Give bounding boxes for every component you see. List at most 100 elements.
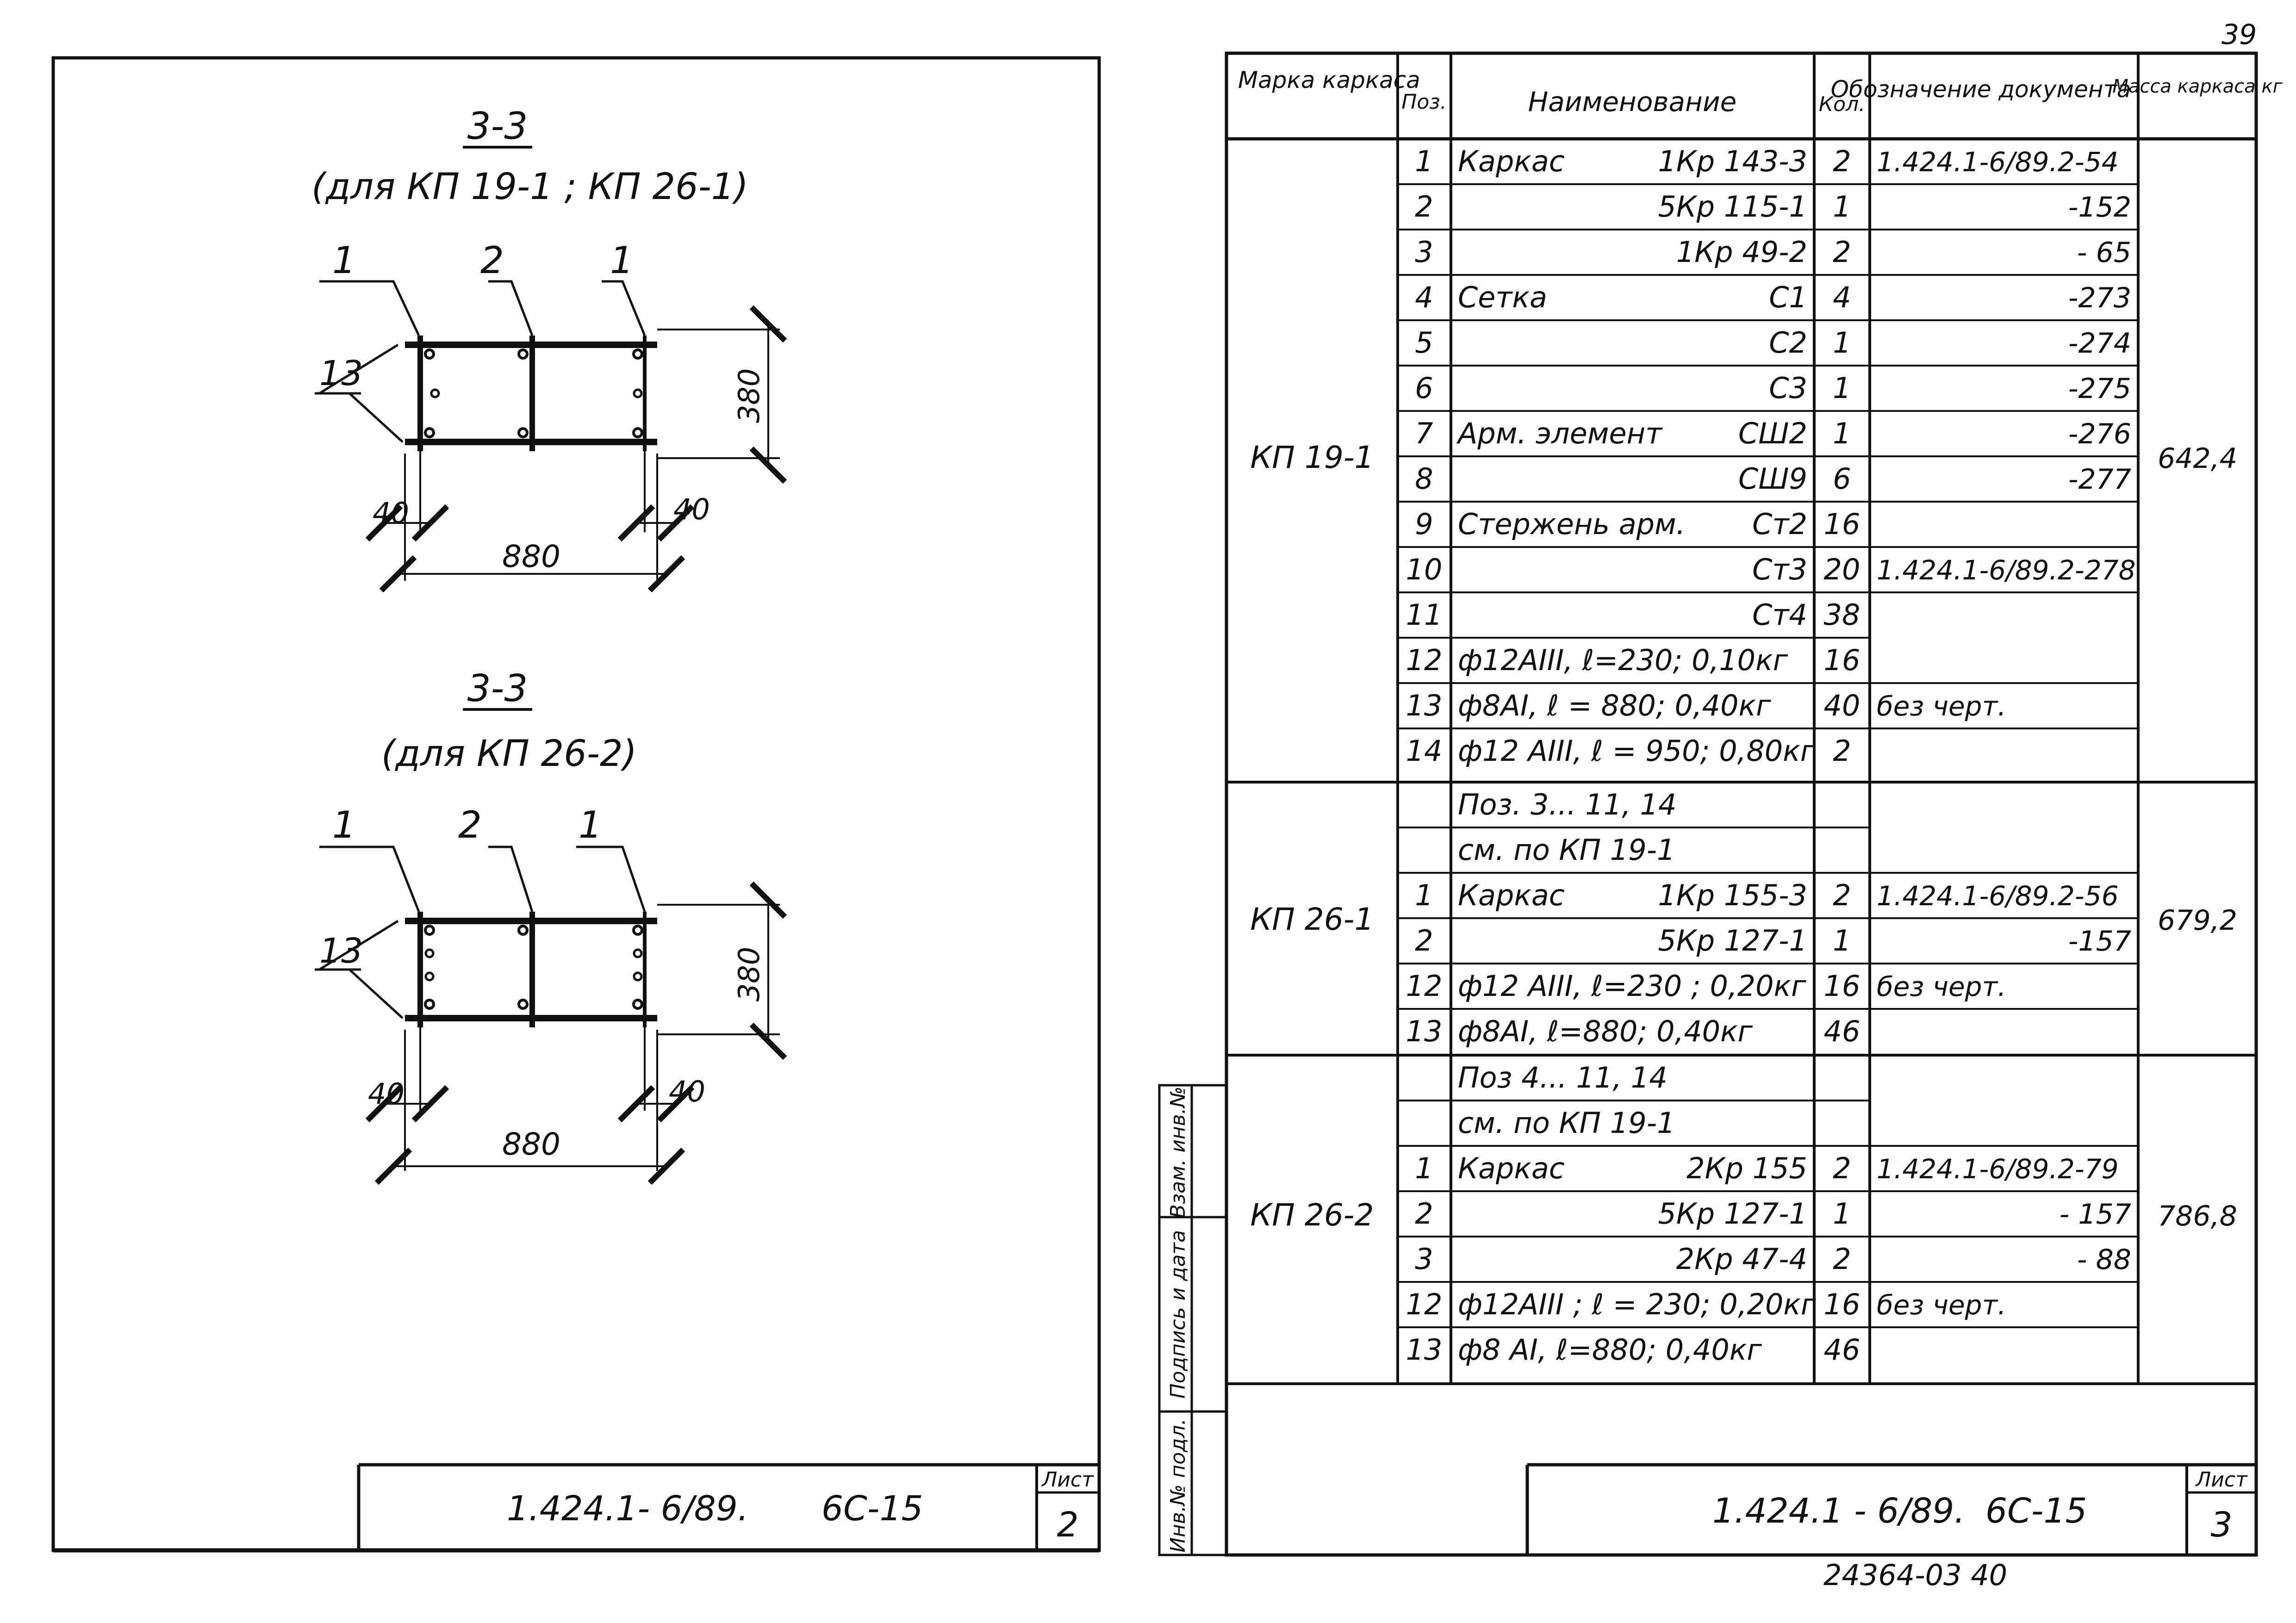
right-title-block bbox=[1525, 1463, 2256, 1555]
row-position: 2 bbox=[1415, 190, 1433, 224]
right-sheet-code: 6С-15 bbox=[1985, 1491, 2087, 1531]
left-sheet: 3-3 (для КП 19-1 ; КП 26-1) bbox=[51, 56, 1101, 1553]
row-document: - 157 bbox=[2060, 1198, 2131, 1231]
dimension-lines bbox=[384, 900, 780, 1171]
row-position: 13 bbox=[1406, 1014, 1443, 1048]
dim-height: 380 bbox=[732, 947, 766, 1001]
row-name: Стержень арм. bbox=[1458, 507, 1686, 541]
section-subtitle: (для КП 19-1 ; КП 26-1) bbox=[311, 166, 748, 208]
row-quantity: 16 bbox=[1824, 1287, 1860, 1321]
row-document: без черт. bbox=[1877, 971, 2006, 1002]
row-document: -276 bbox=[2068, 418, 2131, 450]
row-position: 1 bbox=[1415, 1151, 1433, 1185]
row-name: Арм. элемент bbox=[1456, 417, 1663, 450]
callout-13: 13 bbox=[319, 931, 363, 971]
row-quantity: 16 bbox=[1824, 969, 1860, 1003]
row-document: 1.424.1-6/89.2-79 bbox=[1877, 1153, 2119, 1185]
dim-right-offset: 40 bbox=[673, 492, 710, 526]
row-quantity: 1 bbox=[1833, 371, 1851, 405]
callout-leaders bbox=[315, 280, 646, 443]
row-quantity: 6 bbox=[1833, 462, 1851, 496]
row-quantity: 46 bbox=[1824, 1014, 1860, 1048]
dim-left-offset: 40 bbox=[368, 1077, 404, 1111]
callout-2: 2 bbox=[458, 803, 482, 846]
header-doc: Обозначение документа bbox=[1831, 76, 2131, 103]
row-document: -157 bbox=[2068, 925, 2131, 958]
section-subtitle: (для КП 26-2) bbox=[381, 733, 637, 775]
row-name: ф12 АIII, ℓ=230 ; 0,20кг bbox=[1458, 969, 1806, 1003]
row-quantity: 16 bbox=[1824, 507, 1860, 541]
callout-1-right: 1 bbox=[579, 803, 602, 846]
row-name-mark: 1Кр 49-2 bbox=[1676, 235, 1807, 269]
right-sheet-label: Лист bbox=[2195, 1468, 2248, 1492]
cage-cross-section bbox=[405, 912, 657, 1027]
header-pos: Поз. bbox=[1401, 90, 1446, 114]
row-name-mark: С1 bbox=[1769, 280, 1807, 314]
table-header: Марка каркаса Поз. Наименование Кол. Обо… bbox=[1238, 67, 2283, 118]
row-name: Каркас bbox=[1458, 878, 1565, 912]
row-document: -274 bbox=[2068, 327, 2131, 360]
row-position: 3 bbox=[1415, 1242, 1433, 1276]
left-sheet-code: 6С-15 bbox=[821, 1489, 923, 1529]
stamp-replaced-inv: Взам. инв.№ bbox=[1166, 1087, 1190, 1219]
row-quantity: 20 bbox=[1824, 553, 1860, 586]
row-position: 4 bbox=[1415, 280, 1433, 314]
row-position: 14 bbox=[1406, 734, 1443, 768]
row-lines bbox=[1398, 183, 2138, 1328]
row-name-mark: СШ9 bbox=[1738, 462, 1807, 496]
row-name: Поз. 3... 11, 14 bbox=[1458, 788, 1676, 821]
row-name-mark: Ст3 bbox=[1752, 553, 1807, 586]
row-quantity: 1 bbox=[1833, 326, 1851, 360]
right-doc-code: 1.424.1 - 6/89. bbox=[1712, 1491, 1965, 1531]
row-name: Поз 4... 11, 14 bbox=[1458, 1061, 1668, 1094]
row-name-mark: СШ2 bbox=[1738, 417, 1807, 450]
callout-1-right: 1 bbox=[610, 239, 634, 282]
row-quantity: 46 bbox=[1824, 1333, 1860, 1367]
page-number: 39 bbox=[2221, 19, 2257, 51]
left-sheet-label: Лист bbox=[1041, 1468, 1094, 1492]
archive-number: 24364-03 40 bbox=[1823, 1558, 2007, 1592]
row-name: ф12АIII ; ℓ = 230; 0,20кг bbox=[1458, 1287, 1816, 1321]
left-sheet-number: 2 bbox=[1057, 1505, 1078, 1545]
row-position: 10 bbox=[1406, 553, 1443, 586]
row-quantity: 1 bbox=[1833, 190, 1851, 224]
row-quantity: 1 bbox=[1833, 417, 1851, 450]
right-sheet-number: 3 bbox=[2210, 1505, 2232, 1545]
row-quantity: 40 bbox=[1824, 689, 1860, 722]
row-name: ф12АIII, ℓ=230; 0,10кг bbox=[1458, 643, 1788, 677]
row-position: 2 bbox=[1415, 924, 1433, 958]
row-position: 2 bbox=[1415, 1197, 1433, 1231]
row-position: 9 bbox=[1415, 507, 1433, 541]
group-mark: КП 19-1 bbox=[1250, 440, 1374, 475]
left-sheet-frame bbox=[51, 56, 1101, 1552]
group-mark: КП 26-2 bbox=[1250, 1197, 1374, 1233]
cage-cross-section bbox=[405, 336, 657, 451]
callout-2: 2 bbox=[480, 239, 504, 282]
row-document: 1.424.1-6/89.2-56 bbox=[1877, 880, 2119, 912]
dim-left-offset: 40 bbox=[373, 496, 409, 530]
row-document: -275 bbox=[2068, 373, 2131, 405]
header-mark: Марка каркаса bbox=[1238, 67, 1420, 93]
row-position: 12 bbox=[1406, 643, 1443, 677]
row-name: см. по КП 19-1 bbox=[1458, 1106, 1675, 1140]
dim-width: 880 bbox=[502, 1126, 560, 1162]
row-document: - 65 bbox=[2077, 236, 2131, 269]
row-name-mark: Ст2 bbox=[1752, 507, 1807, 541]
dimension-lines bbox=[384, 324, 780, 581]
row-name: ф12 АIII, ℓ = 950; 0,80кг bbox=[1458, 734, 1816, 768]
row-quantity: 2 bbox=[1833, 734, 1851, 768]
group-mark: КП 26-1 bbox=[1250, 902, 1374, 937]
row-name: Каркас bbox=[1458, 144, 1565, 178]
row-document: без черт. bbox=[1877, 1289, 2006, 1321]
row-position: 1 bbox=[1415, 878, 1433, 912]
stamp-original-inv: Инв.№ подл. bbox=[1166, 1418, 1190, 1553]
group-mass: 679,2 bbox=[2158, 904, 2237, 937]
dim-width: 880 bbox=[502, 539, 560, 574]
row-document: 1.424.1-6/89.2-278 bbox=[1877, 554, 2136, 586]
section-title: 3-3 bbox=[467, 667, 528, 710]
row-name-mark: С3 bbox=[1769, 371, 1807, 405]
row-name-mark: 5Кр 127-1 bbox=[1658, 1197, 1807, 1231]
row-document: -273 bbox=[2068, 282, 2131, 314]
row-name-mark: С2 bbox=[1769, 326, 1807, 360]
